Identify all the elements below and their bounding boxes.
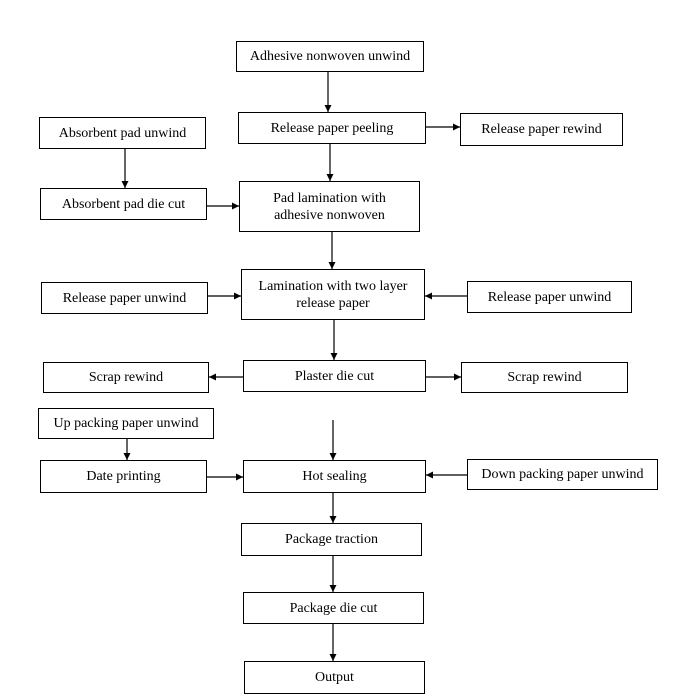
step-down-packing-paper-unwind: Down packing paper unwind — [467, 459, 658, 490]
step-plaster-die-cut: Plaster die cut — [243, 360, 426, 392]
step-package-traction: Package traction — [241, 523, 422, 556]
step-date-printing: Date printing — [40, 460, 207, 493]
step-adhesive-nonwoven-unwind: Adhesive nonwoven unwind — [236, 41, 424, 72]
step-hot-sealing: Hot sealing — [243, 460, 426, 493]
step-package-die-cut: Package die cut — [243, 592, 424, 624]
step-up-packing-paper-unwind: Up packing paper unwind — [38, 408, 214, 439]
step-scrap-rewind-right: Scrap rewind — [461, 362, 628, 393]
step-absorbent-pad-unwind: Absorbent pad unwind — [39, 117, 206, 149]
step-pad-lamination: Pad lamination with adhesive nonwoven — [239, 181, 420, 232]
step-release-paper-rewind: Release paper rewind — [460, 113, 623, 146]
step-lamination-two-layer: Lamination with two layer release paper — [241, 269, 425, 320]
step-scrap-rewind-left: Scrap rewind — [43, 362, 209, 393]
step-absorbent-pad-die-cut: Absorbent pad die cut — [40, 188, 207, 220]
step-release-paper-unwind-left: Release paper unwind — [41, 282, 208, 314]
step-release-paper-unwind-right: Release paper unwind — [467, 281, 632, 313]
step-release-paper-peeling: Release paper peeling — [238, 112, 426, 144]
step-output: Output — [244, 661, 425, 694]
